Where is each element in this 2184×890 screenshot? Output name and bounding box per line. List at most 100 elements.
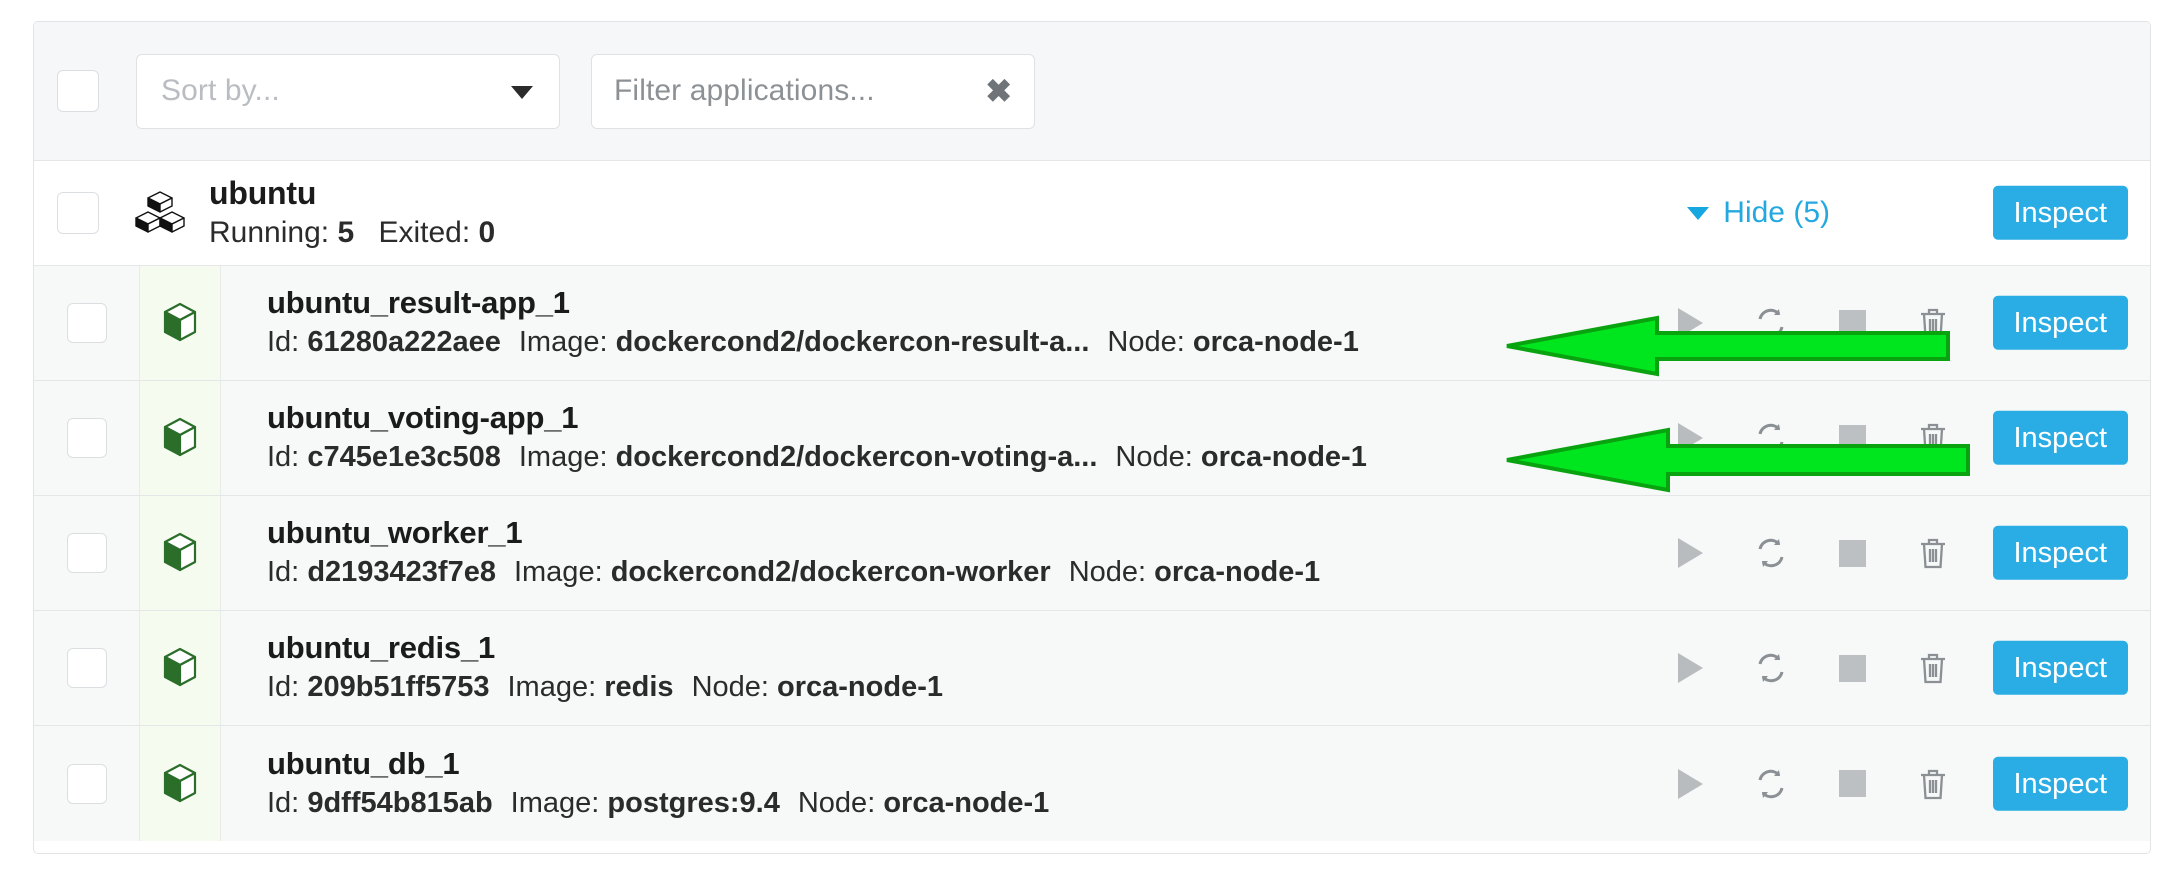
- container-image: redis: [604, 671, 674, 704]
- container-actions: [1673, 767, 1950, 801]
- container-checkbox[interactable]: [66, 418, 107, 458]
- image-label: Image:: [518, 326, 608, 359]
- stop-square-icon[interactable]: [1835, 651, 1869, 685]
- stacked-cubes-icon: [127, 190, 193, 236]
- id-label: Id:: [267, 326, 300, 359]
- play-icon[interactable]: [1673, 421, 1707, 455]
- trash-icon[interactable]: [1916, 306, 1950, 340]
- container-checkbox[interactable]: [66, 533, 107, 573]
- container-node: orca-node-1: [777, 671, 943, 704]
- stop-square-icon[interactable]: [1835, 306, 1869, 340]
- container-node: orca-node-1: [1200, 441, 1367, 474]
- trash-icon[interactable]: [1916, 767, 1950, 801]
- container-image: dockercond2/dockercon-worker: [610, 556, 1051, 589]
- node-label: Node:: [691, 671, 769, 704]
- filter-applications-input[interactable]: Filter applications... ✖: [591, 53, 1035, 129]
- trash-icon[interactable]: [1916, 421, 1950, 455]
- container-name: ubuntu_result-app_1: [267, 285, 570, 321]
- node-label: Node:: [797, 786, 876, 819]
- container-checkbox[interactable]: [66, 763, 107, 804]
- container-checkbox-cell: [34, 611, 139, 725]
- close-icon[interactable]: ✖: [985, 73, 1012, 109]
- image-label: Image:: [507, 671, 597, 704]
- filter-placeholder: Filter applications...: [614, 74, 875, 107]
- container-actions: [1673, 306, 1950, 340]
- container-checkbox-cell: [34, 496, 139, 610]
- container-cube-icon: [139, 266, 221, 380]
- refresh-icon[interactable]: [1754, 767, 1788, 801]
- sort-by-select[interactable]: Sort by...: [136, 53, 560, 129]
- stop-square-icon[interactable]: [1835, 421, 1869, 455]
- container-name: ubuntu_worker_1: [267, 515, 523, 551]
- exited-label: Exited:: [378, 215, 471, 249]
- container-checkbox[interactable]: [66, 303, 107, 343]
- container-actions: [1673, 536, 1950, 570]
- select-all-checkbox[interactable]: [57, 70, 99, 112]
- container-inspect-button[interactable]: Inspect: [1992, 410, 2128, 466]
- container-node: orca-node-1: [1192, 326, 1359, 359]
- container-inspect-button[interactable]: Inspect: [1992, 295, 2128, 351]
- container-cube-icon: [139, 726, 221, 841]
- stop-square-icon[interactable]: [1835, 767, 1869, 801]
- container-inspect-button[interactable]: Inspect: [1992, 525, 2128, 581]
- container-name: ubuntu_db_1: [267, 745, 460, 781]
- container-actions: [1673, 421, 1950, 455]
- sort-by-placeholder: Sort by...: [161, 74, 280, 107]
- container-checkbox-cell: [34, 266, 139, 380]
- container-inspect-button[interactable]: Inspect: [1992, 756, 2128, 811]
- play-icon[interactable]: [1673, 651, 1707, 685]
- hide-toggle[interactable]: Hide (5): [1687, 196, 1830, 230]
- container-image: dockercond2/dockercon-voting-a...: [615, 441, 1098, 474]
- running-count: 5: [337, 215, 355, 249]
- id-label: Id:: [267, 441, 300, 474]
- id-label: Id:: [267, 671, 300, 704]
- play-icon[interactable]: [1673, 767, 1707, 801]
- container-checkbox-cell: [34, 726, 139, 841]
- trash-icon[interactable]: [1916, 651, 1950, 685]
- container-id: c745e1e3c508: [307, 441, 501, 474]
- container-inspect-button[interactable]: Inspect: [1992, 640, 2128, 696]
- application-status: Running: 5 Exited: 0: [209, 215, 495, 250]
- play-icon[interactable]: [1673, 536, 1707, 570]
- container-cube-icon: [139, 611, 221, 725]
- id-label: Id:: [267, 786, 300, 819]
- application-name: ubuntu: [209, 174, 317, 211]
- container-cube-icon: [139, 496, 221, 610]
- image-label: Image:: [518, 441, 608, 474]
- node-label: Node:: [1115, 441, 1193, 474]
- container-image: postgres:9.4: [607, 786, 780, 819]
- application-inspect-button[interactable]: Inspect: [1992, 185, 2128, 241]
- stop-square-icon[interactable]: [1835, 536, 1869, 570]
- container-image: dockercond2/dockercon-result-a...: [615, 326, 1090, 359]
- running-label: Running:: [209, 215, 330, 249]
- container-checkbox[interactable]: [66, 648, 107, 688]
- exited-count: 0: [478, 215, 496, 249]
- refresh-icon[interactable]: [1754, 651, 1788, 685]
- trash-icon[interactable]: [1916, 536, 1950, 570]
- container-node: orca-node-1: [883, 786, 1050, 819]
- node-label: Node:: [1107, 326, 1185, 359]
- refresh-icon[interactable]: [1754, 536, 1788, 570]
- container-name: ubuntu_voting-app_1: [267, 400, 579, 436]
- application-checkbox[interactable]: [57, 192, 99, 234]
- image-label: Image:: [513, 556, 603, 589]
- play-icon[interactable]: [1673, 306, 1707, 340]
- refresh-icon[interactable]: [1754, 421, 1788, 455]
- refresh-icon[interactable]: [1754, 306, 1788, 340]
- container-id: 9dff54b815ab: [307, 786, 493, 819]
- application-header-row[interactable]: ubuntu Running: 5 Exited: 0 Hide (5) Ins…: [34, 161, 2150, 266]
